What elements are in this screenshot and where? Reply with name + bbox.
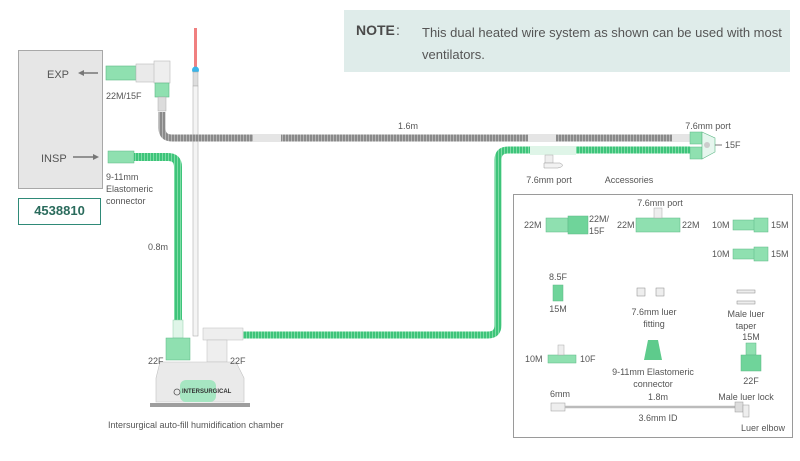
acc10-bottom: 22F <box>743 376 759 386</box>
heated-wire-probe <box>192 28 199 337</box>
acc11-right-bottom: Luer elbow <box>741 423 786 433</box>
expiratory-limb <box>158 112 690 142</box>
insp-label: INSP <box>41 153 67 165</box>
ventilator-box: EXP INSP <box>18 50 103 189</box>
acc-reducer-2 <box>732 246 769 262</box>
acc-port-10mm <box>547 344 577 364</box>
exp-label: EXP <box>47 69 70 81</box>
acc10-top: 15M <box>742 332 760 342</box>
note-label: NOTE <box>356 22 395 38</box>
note-text: This dual heated wire system as shown ca… <box>422 25 782 62</box>
acc-port-connector <box>635 207 681 233</box>
acc9-line1: 9-11mm Elastomeric <box>612 367 694 377</box>
acc11-length: 1.8m <box>647 392 669 402</box>
acc5-bottom: 15M <box>549 304 567 314</box>
chamber-right-label: 22F <box>230 356 246 366</box>
acc1-right-1: 22M/ <box>589 214 610 224</box>
acc5-top: 8.5F <box>548 272 568 282</box>
note-panel: NOTE : This dual heated wire system as s… <box>344 10 790 72</box>
acc2-right: 22M <box>682 220 700 230</box>
acc-adapter-22f <box>740 342 762 372</box>
acc11-id: 3.6mm ID <box>638 413 678 423</box>
acc11-right-top: Male luer lock <box>718 392 774 402</box>
wye-port-label: 7.6mm port <box>685 121 731 131</box>
accessories-title: Accessories <box>604 175 654 185</box>
acc9-line2: connector <box>633 379 673 389</box>
acc-straight-connector <box>545 215 589 235</box>
acc8-left: 10M <box>525 354 543 364</box>
acc-male-luer-taper <box>736 289 756 305</box>
acc3-left: 10M <box>712 220 730 230</box>
wye-piece <box>689 131 722 160</box>
exp-connector <box>105 60 171 112</box>
inspiratory-limb-long <box>240 146 690 339</box>
acc4-left: 10M <box>712 249 730 259</box>
acc-elastomeric-connector <box>644 340 662 360</box>
note-colon: : <box>396 22 400 38</box>
acc6-line1: 7.6mm luer <box>631 307 677 317</box>
acc8-right: 10F <box>580 354 596 364</box>
exp-limb-length: 1.6m <box>397 121 419 131</box>
insp-limb-length: 0.8m <box>148 242 169 252</box>
acc11-left: 6mm <box>550 389 570 399</box>
acc7-line1: Male luer <box>727 309 765 319</box>
exp-arrow-icon <box>78 70 98 76</box>
chamber-brand: INTERSURGICAL <box>182 389 232 395</box>
acc2-top: 7.6mm port <box>637 198 683 208</box>
acc2-left: 22M <box>617 220 635 230</box>
insp-arrow-icon <box>73 154 99 160</box>
acc7-line2: taper <box>735 321 757 331</box>
acc3-right: 15M <box>771 220 789 230</box>
acc-small-adapter <box>552 284 564 302</box>
chamber-left-label: 22F <box>148 356 164 366</box>
product-code: 4538810 <box>18 198 101 225</box>
acc-sample-line <box>550 401 750 418</box>
insp-connector-label-1: 9-11mm <box>106 172 139 182</box>
acc6-line2: fitting <box>643 319 665 329</box>
insp-connector-label-2: Elastomeric <box>106 184 154 194</box>
exp-connector-label: 22M/15F <box>106 91 142 101</box>
accessories-box <box>513 194 793 438</box>
acc4-right: 15M <box>771 249 789 259</box>
acc-reducer-1 <box>732 217 769 233</box>
chamber-caption: Intersurgical auto-fill humidification c… <box>108 420 284 430</box>
insp-port-label: 7.6mm port <box>526 175 572 185</box>
insp-connector-label-3: connector <box>106 196 146 206</box>
wye-15f-label: 15F <box>725 140 741 150</box>
inspiratory-limb-short <box>107 150 184 339</box>
humidification-chamber <box>150 327 250 407</box>
acc1-left: 22M <box>524 220 542 230</box>
acc-luer-fitting <box>636 287 665 297</box>
acc1-right-2: 15F <box>589 226 605 236</box>
